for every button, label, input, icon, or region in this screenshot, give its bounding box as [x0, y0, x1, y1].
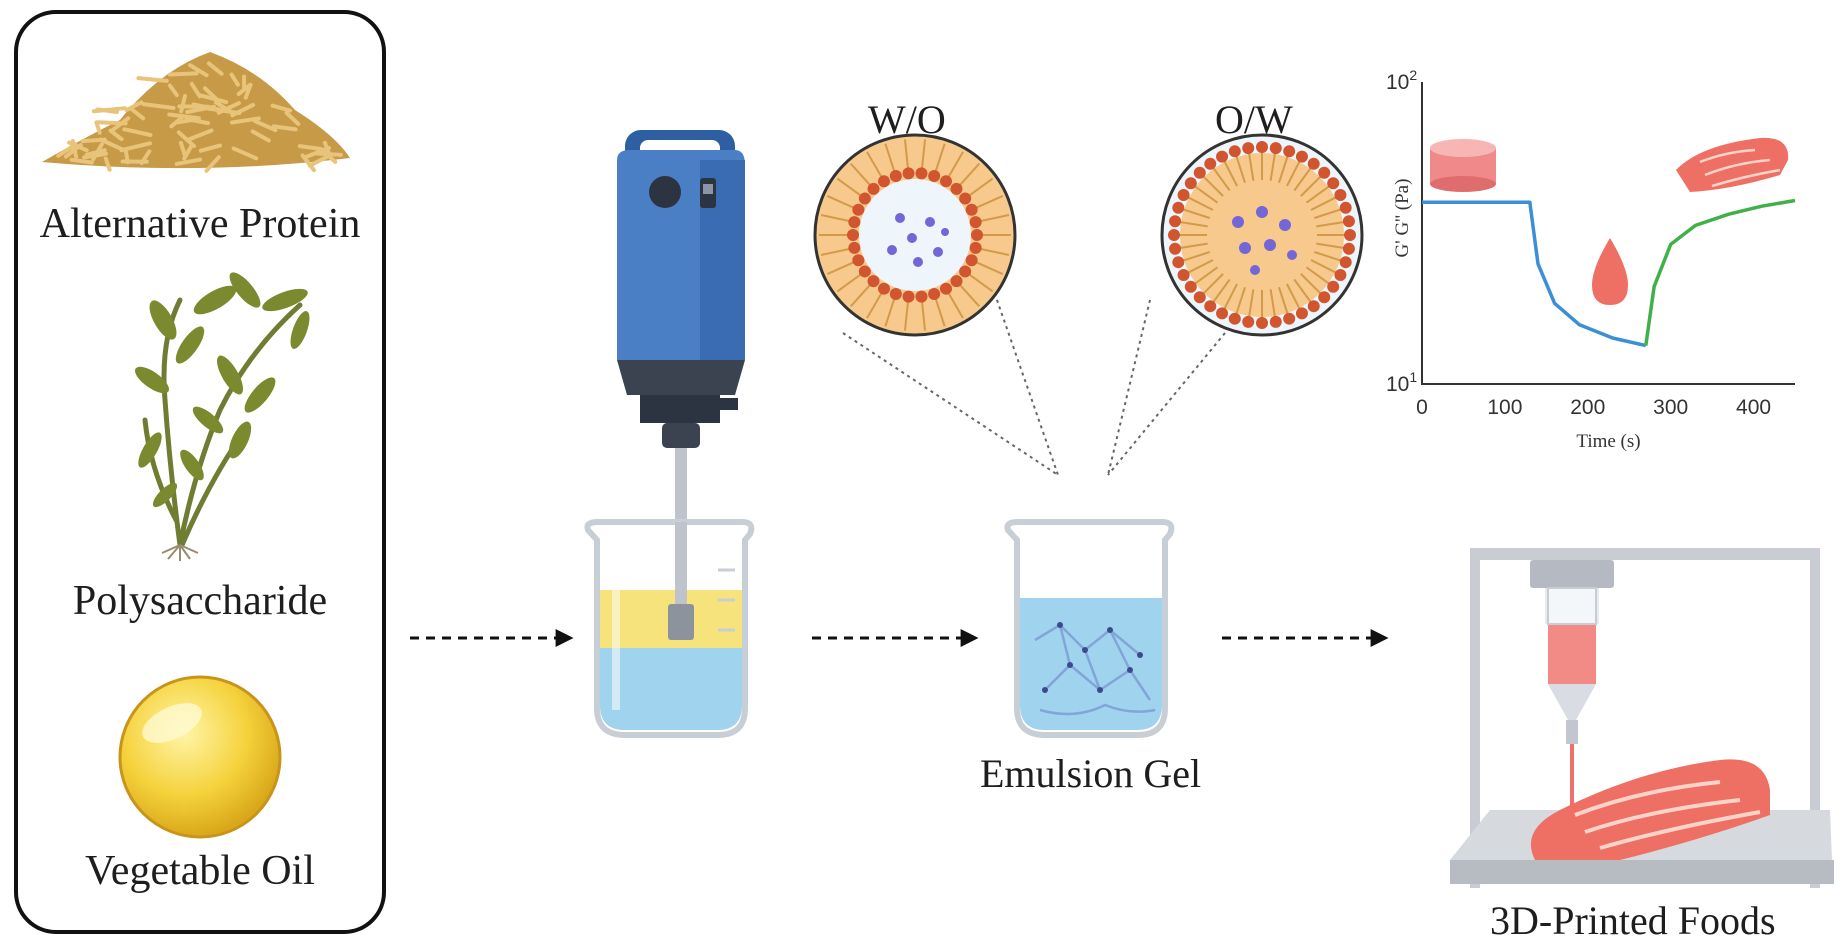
printed-foods-label: 3D-Printed Foods [1490, 898, 1776, 943]
chart-y-tick-label: 101 [1386, 369, 1417, 396]
chart-axis-lines [1421, 82, 1795, 385]
gel-cylinder-icon [1430, 139, 1496, 192]
chart-x-tick-label: 400 [1736, 396, 1771, 419]
chart-x-tick-label: 300 [1653, 396, 1688, 419]
chart-y-tick-label: 102 [1386, 67, 1417, 94]
ingredient-label-oil: Vegetable Oil [85, 848, 315, 894]
chart-x-axis-label: Time (s) [1576, 431, 1640, 452]
chart-series-line-1 [1422, 200, 1647, 348]
chart-series-line-2 [1644, 198, 1796, 346]
ingredient-panel [14, 10, 386, 934]
ingredient-label-protein: Alternative Protein [39, 201, 361, 247]
chart-y-axis-label: G' G'' (Pa) [1392, 179, 1413, 258]
ingredient-label-polysaccharide: Polysaccharide [72, 578, 328, 624]
chart-x-tick-label: 100 [1487, 396, 1522, 419]
salmon-fillet-chart-icon [1676, 137, 1789, 192]
chart-x-tick-label: 0 [1416, 396, 1428, 419]
chart-x-tick-label: 200 [1570, 396, 1605, 419]
droplet-chart-icon [1592, 238, 1628, 305]
emulsion-gel-label: Emulsion Gel [980, 751, 1202, 796]
